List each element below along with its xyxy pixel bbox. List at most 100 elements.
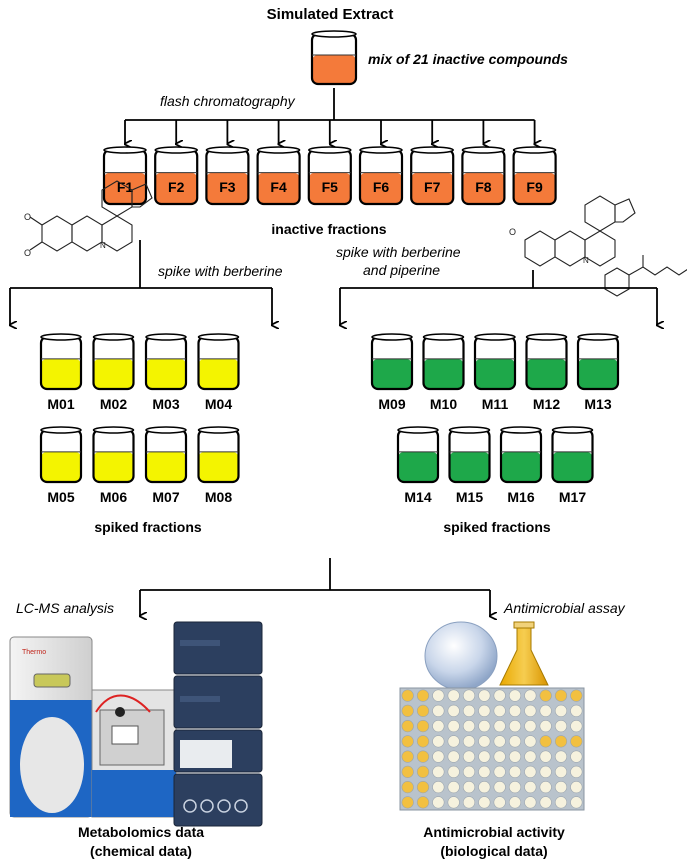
svg-text:O: O bbox=[509, 227, 516, 237]
plate-well bbox=[539, 720, 552, 733]
spiked-beaker bbox=[92, 333, 135, 391]
plate-well bbox=[493, 720, 506, 733]
svg-text:N: N bbox=[100, 241, 106, 250]
plate-well bbox=[539, 750, 552, 763]
plate-well bbox=[554, 735, 568, 748]
plate-well bbox=[570, 781, 583, 794]
plate-well bbox=[447, 750, 460, 763]
fraction-label: F4 bbox=[270, 179, 287, 195]
spiked-fraction-label: M15 bbox=[456, 489, 483, 505]
plate-well bbox=[416, 781, 430, 794]
plate-well bbox=[401, 781, 414, 794]
plate-well bbox=[462, 781, 476, 794]
plate-well bbox=[554, 704, 568, 717]
plate-well bbox=[554, 720, 568, 733]
spiked-fraction-label: M14 bbox=[404, 489, 431, 505]
plate-well bbox=[401, 689, 414, 702]
flash-chromatography-label: flash chromatography bbox=[160, 93, 296, 109]
plate-well bbox=[524, 720, 537, 733]
plate-well bbox=[570, 720, 583, 733]
plate-well bbox=[447, 689, 460, 702]
plate-well bbox=[524, 765, 537, 778]
fraction-label: F8 bbox=[475, 179, 492, 195]
antimicrobial-assay-label: Antimicrobial assay bbox=[503, 600, 626, 616]
plate-well bbox=[570, 704, 583, 717]
fraction-beaker bbox=[512, 146, 557, 206]
plate-well bbox=[432, 689, 445, 702]
plate-well bbox=[554, 689, 568, 702]
spiked-fraction-label: M08 bbox=[205, 489, 232, 505]
spike-right-label-line2: and piperine bbox=[363, 262, 440, 278]
plate-well bbox=[508, 781, 522, 794]
plate-well bbox=[432, 781, 445, 794]
fraction-label: F2 bbox=[168, 179, 185, 195]
plate-well bbox=[416, 704, 430, 717]
plate-well bbox=[416, 735, 430, 748]
spiked-fraction-label: M03 bbox=[152, 396, 179, 412]
plate-well bbox=[539, 689, 552, 702]
plate-well bbox=[432, 704, 445, 717]
plate-well bbox=[432, 720, 445, 733]
plate-well bbox=[570, 735, 583, 748]
metabolomics-label-line1: Metabolomics data bbox=[78, 824, 204, 840]
spiked-fraction-label: M12 bbox=[533, 396, 560, 412]
plate-well bbox=[478, 765, 491, 778]
fraction-beaker bbox=[461, 146, 506, 206]
plate-well bbox=[401, 765, 414, 778]
extract-beaker bbox=[310, 30, 358, 86]
plate-well bbox=[493, 704, 506, 717]
metabolomics-label-line2: (chemical data) bbox=[90, 843, 192, 859]
plate-well bbox=[462, 735, 476, 748]
spiked-fraction-label: M11 bbox=[482, 396, 509, 412]
plate-well bbox=[478, 720, 491, 733]
plate-well bbox=[570, 750, 583, 763]
plate-well bbox=[478, 689, 491, 702]
assay-illustration bbox=[399, 621, 585, 811]
spike-right-label-line1: spike with berberine bbox=[336, 244, 461, 260]
plate-well bbox=[508, 704, 522, 717]
plate-well bbox=[447, 735, 460, 748]
plate-well bbox=[508, 796, 522, 809]
plate-well bbox=[447, 796, 460, 809]
plate-well bbox=[524, 735, 537, 748]
plate-well bbox=[416, 765, 430, 778]
fraction-label: F3 bbox=[219, 179, 236, 195]
spiked-fraction-label: M06 bbox=[100, 489, 127, 505]
plate-well bbox=[524, 781, 537, 794]
spiked-beaker bbox=[144, 333, 188, 391]
plate-well bbox=[478, 796, 491, 809]
plate-well bbox=[462, 704, 476, 717]
spiked-beaker bbox=[39, 333, 83, 391]
plate-well bbox=[462, 720, 476, 733]
plate-well bbox=[462, 796, 476, 809]
plate-well bbox=[508, 735, 522, 748]
plate-well bbox=[508, 750, 522, 763]
plate-well bbox=[539, 781, 552, 794]
plate-well bbox=[493, 735, 506, 748]
plate-well bbox=[432, 765, 445, 778]
fraction-label: F9 bbox=[526, 179, 543, 195]
plate-well bbox=[416, 796, 430, 809]
fraction-label: F6 bbox=[373, 179, 390, 195]
plate-well bbox=[493, 796, 506, 809]
spiked-fraction-label: M01 bbox=[47, 396, 74, 412]
plate-well bbox=[416, 720, 430, 733]
plate-well bbox=[432, 750, 445, 763]
plate-well bbox=[462, 750, 476, 763]
plate-well bbox=[554, 781, 568, 794]
title: Simulated Extract bbox=[267, 6, 394, 23]
fraction-label: F1 bbox=[117, 179, 134, 195]
analysis-split-lines bbox=[140, 558, 490, 616]
plate-well bbox=[524, 704, 537, 717]
branch-lines bbox=[10, 240, 657, 325]
plate-well bbox=[539, 796, 552, 809]
extract-beaker-vessel bbox=[310, 30, 358, 86]
plate-well bbox=[478, 781, 491, 794]
distribution-lines bbox=[125, 88, 535, 144]
well-plate bbox=[399, 687, 585, 811]
spiked-beaker bbox=[551, 426, 594, 484]
spiked-fractions-label-left: spiked fractions bbox=[94, 519, 202, 535]
plate-well bbox=[432, 796, 445, 809]
plate-well bbox=[570, 689, 583, 702]
